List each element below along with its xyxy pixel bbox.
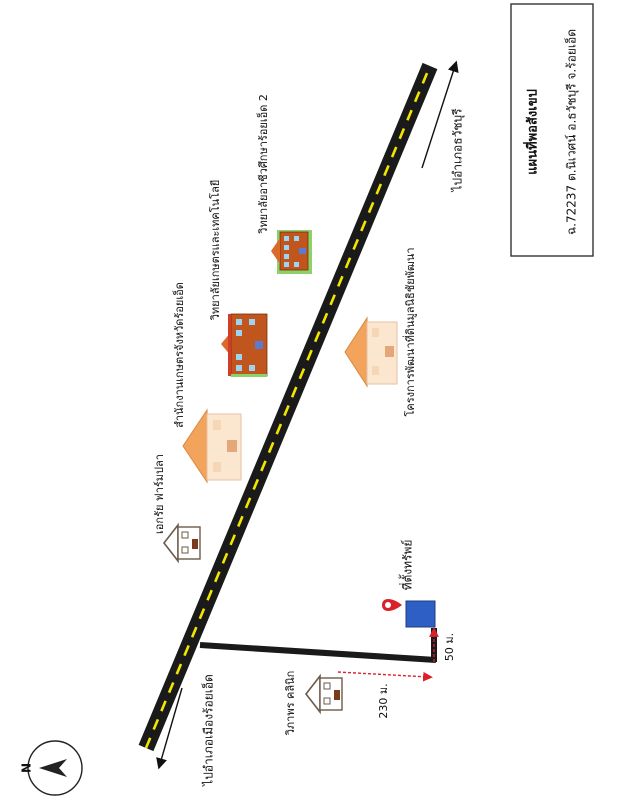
map-subtitle: ฉ.72237 ต.นิเวศน์ อ.ธวัชบุรี จ.ร้อยเอ็ด xyxy=(564,29,580,235)
to-city-arrow xyxy=(156,687,183,770)
agri-office-label: สำนักงานเกษตรจังหวัดร้อยเอ็ด xyxy=(172,282,186,428)
side-road xyxy=(199,628,437,663)
map-title: แผนที่พอสังเขป xyxy=(523,89,541,175)
to-city-label: ไปอำเภอเมืองร้อยเอ็ด xyxy=(201,674,216,787)
main-road xyxy=(138,62,438,752)
compass-north-letter: N xyxy=(20,763,34,773)
distance-230-line xyxy=(337,671,433,682)
compass-icon: N xyxy=(20,740,83,796)
distance-230-label: 230 ม. xyxy=(377,683,390,718)
to-district-arrow xyxy=(421,60,459,169)
location-pin-icon xyxy=(382,599,402,611)
to-district-label: ไปอำเภอธวัชบุรี xyxy=(451,108,466,193)
college-2-label: วิทยาลัยอาชีวศึกษาร้อยเอ็ด 2 xyxy=(256,94,270,235)
property-label: ที่ตั้งทรัพย์ xyxy=(399,540,415,591)
property-plot xyxy=(405,600,436,628)
title-box: แผนที่พอสังเขป ฉ.72237 ต.นิเวศน์ อ.ธวัชบ… xyxy=(510,3,594,257)
clinic-house-icon xyxy=(304,673,343,715)
college-2-building-icon xyxy=(271,230,312,274)
farm-house-icon xyxy=(162,522,201,564)
clinic-label: วิภาพร คลินิก xyxy=(284,671,297,736)
farm-label: เอกรัย ฟาร์มปลา xyxy=(153,454,166,534)
project-house-icon xyxy=(344,316,398,388)
distance-50-label: 50 ม. xyxy=(443,633,456,661)
agri-college-building-icon xyxy=(221,313,268,377)
project-label: โครงการพัฒนาที่ดินมูลนิธิชัยพัฒนา xyxy=(402,247,417,416)
agri-college-label: วิทยาลัยเกษตรและเทคโนโลยี xyxy=(208,180,222,321)
property-marker: ที่ตั้งทรัพย์ xyxy=(382,540,436,628)
agri-office-house-icon xyxy=(182,408,242,484)
